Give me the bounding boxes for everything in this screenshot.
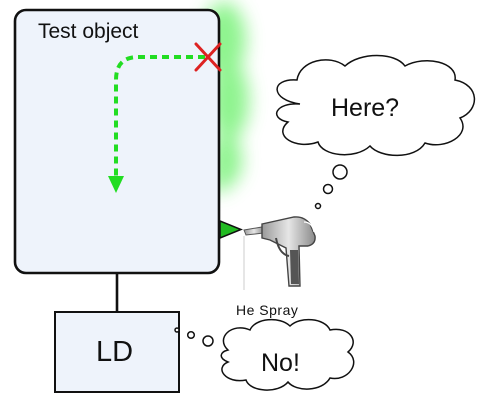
thought-cloud-bottom [174,318,355,391]
leak-detector-label: LD [96,336,134,368]
test-object-label: Test object [38,20,139,43]
thought-cloud-top [275,54,476,210]
spray-gun-icon [243,216,316,290]
thought-text-no: No! [261,349,300,377]
helium-path-arrowhead [108,176,124,193]
leak-detector-box [54,311,180,393]
helium-path-line [114,55,205,178]
thought-text-here: Here? [331,94,400,122]
spray-gun-label: He Spray [236,302,299,318]
leak-point-triangle [219,219,243,240]
test-object-box [13,8,221,275]
red-x-mark [194,42,222,72]
